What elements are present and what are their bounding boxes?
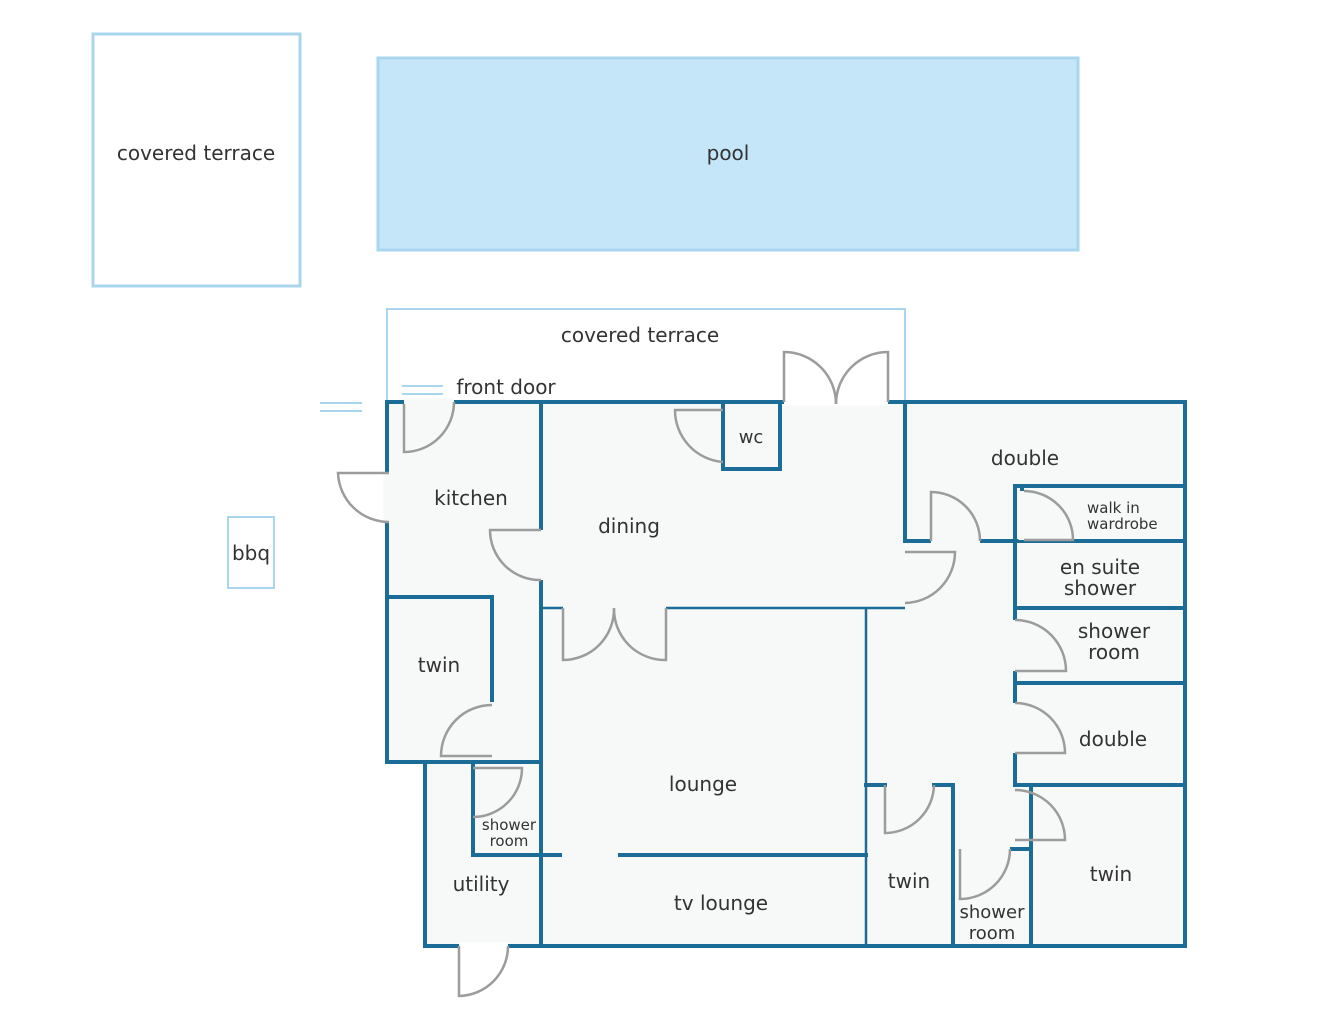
double-top-door	[929, 490, 982, 542]
openings	[383, 398, 1026, 950]
label-double-right: double	[1079, 727, 1147, 751]
pool-area	[376, 56, 1080, 252]
covered-terrace-front-area	[386, 308, 906, 402]
label-shower-room-bottom-2: room	[969, 923, 1016, 944]
bbq-area	[227, 516, 275, 589]
label-utility: utility	[453, 872, 510, 896]
dining-lounge-door-left	[561, 607, 616, 662]
house-floor	[387, 402, 1185, 946]
walls	[385, 400, 1187, 948]
label-shower-room-small-2: room	[490, 832, 529, 850]
terrace-door-left	[782, 350, 838, 405]
twin-right-door	[1014, 788, 1067, 842]
label-double-top: double	[991, 446, 1059, 470]
dining-lounge-door-right	[612, 607, 668, 662]
utility-door	[457, 945, 510, 998]
kitchen-side-door	[336, 471, 390, 524]
label-wc: wc	[739, 427, 764, 448]
label-en-suite-shower-2: shower	[1064, 576, 1137, 600]
covered-terrace-outer-area	[91, 32, 302, 288]
label-kitchen: kitchen	[434, 486, 508, 510]
wc-door	[673, 408, 724, 464]
front-door-swing	[402, 401, 456, 454]
twin-left-door	[439, 703, 493, 758]
label-tv-lounge: tv lounge	[674, 891, 768, 915]
shower-room-right-door	[1014, 618, 1068, 673]
label-lounge: lounge	[669, 772, 737, 796]
label-shower-room-right-2: room	[1088, 640, 1140, 664]
label-bbq: bbq	[232, 541, 270, 565]
label-front-door: front door	[456, 375, 556, 399]
label-twin-right: twin	[1090, 862, 1132, 886]
label-walk-in-wardrobe-2: wardrobe	[1087, 515, 1158, 533]
small-shower-door	[472, 766, 524, 819]
label-twin-left: twin	[418, 653, 460, 677]
label-shower-room-right-1: shower	[1078, 619, 1151, 643]
bottom-shower-door	[958, 848, 1012, 901]
label-shower-room-small-1: shower	[482, 816, 537, 834]
label-covered-terrace-outer: covered terrace	[117, 141, 275, 165]
doors	[336, 350, 1075, 998]
label-shower-room-bottom-1: shower	[960, 902, 1026, 923]
wardrobe-door	[1023, 489, 1075, 542]
label-twin-middle: twin	[888, 869, 930, 893]
twin-middle-door	[883, 784, 936, 835]
kitchen-dining-door	[488, 528, 542, 582]
label-covered-terrace-front: covered terrace	[561, 323, 719, 347]
double-right-door	[1014, 701, 1067, 755]
label-dining: dining	[598, 514, 660, 538]
terrace-door-right	[834, 350, 890, 405]
label-en-suite-shower-1: en suite	[1060, 555, 1140, 579]
label-pool: pool	[707, 141, 750, 165]
label-walk-in-wardrobe-1: walk in	[1087, 499, 1140, 517]
hall-door	[904, 550, 957, 605]
